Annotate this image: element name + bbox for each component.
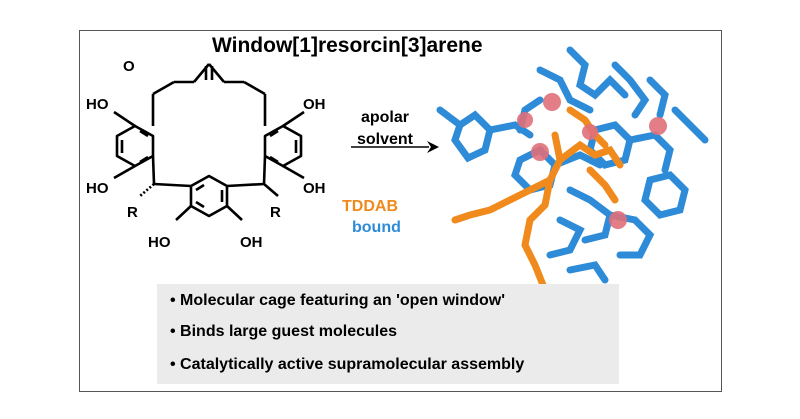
bullet-text: Catalytically active supramolecular asse… bbox=[180, 356, 525, 373]
bullet-text: Binds large guest molecules bbox=[180, 323, 397, 340]
bullet-dot: • bbox=[170, 323, 181, 340]
r-label-left: R bbox=[127, 204, 138, 221]
ho-label-bottom-left: HO bbox=[148, 234, 171, 251]
ho-label-mid-left: HO bbox=[86, 180, 109, 197]
reaction-arrow bbox=[351, 141, 439, 153]
oh-label-bottom-right: OH bbox=[240, 234, 263, 251]
figure-title: Window[1]resorcin[3]arene bbox=[212, 34, 483, 57]
r-label-right: R bbox=[270, 204, 281, 221]
bullet-item: • Catalytically active supramolecular as… bbox=[170, 356, 524, 374]
bullet-dot: • bbox=[170, 292, 181, 309]
host-guest-assembly-rendering bbox=[436, 46, 709, 294]
oh-label-mid-right: OH bbox=[303, 180, 326, 197]
key-points-panel bbox=[157, 284, 619, 384]
ho-label-top-left: HO bbox=[86, 96, 109, 113]
oh-label-top-right: OH bbox=[303, 96, 326, 113]
bullet-text: Molecular cage featuring an 'open window… bbox=[180, 292, 506, 309]
arrow-label: apolar solvent bbox=[349, 107, 421, 151]
bullet-dot: • bbox=[170, 356, 181, 373]
guest-state-label: bound bbox=[352, 219, 401, 236]
carbonyl-oxygen-label: O bbox=[123, 58, 135, 75]
arrow-label-line1: apolar bbox=[360, 109, 409, 126]
arrow-label-line2: solvent bbox=[356, 131, 413, 148]
guest-name-label: TDDAB bbox=[342, 198, 398, 215]
bullet-item: • Binds large guest molecules bbox=[170, 323, 397, 341]
bullet-item: • Molecular cage featuring an 'open wind… bbox=[170, 292, 505, 310]
resorcinarene-structure bbox=[113, 63, 305, 221]
